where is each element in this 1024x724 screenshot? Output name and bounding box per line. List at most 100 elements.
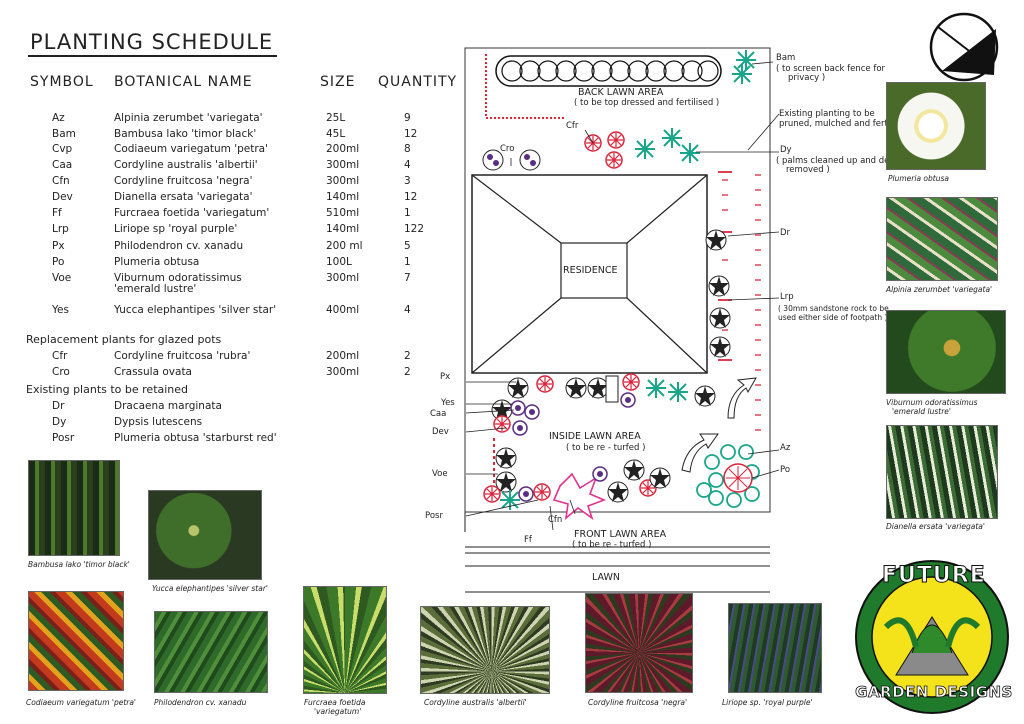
dypsis-palms xyxy=(634,127,701,164)
cell-size: 140ml xyxy=(326,191,360,203)
header-botanical-name: BOTANICAL NAME xyxy=(114,74,253,90)
cell-qty: 122 xyxy=(404,223,425,235)
back-lawn-note: ( to be top dressed and fertilised ) xyxy=(574,98,720,108)
cell-name: Dianella ersata 'variegata' xyxy=(114,191,253,203)
label-dy-note2: removed ) xyxy=(786,165,830,175)
cell-size: 45L xyxy=(326,128,346,140)
cell-name: Furcraea foetida 'variegatum' xyxy=(114,207,270,219)
label-lrp-note2: used either side of footpath ) xyxy=(778,313,888,322)
cell-name: Dypsis lutescens xyxy=(114,416,203,428)
cell-name: Plumeria obtusa 'starburst red' xyxy=(114,432,277,444)
cell-name: Alpinia zerumbet 'variegata' xyxy=(114,112,263,124)
cell-symbol: Yes xyxy=(52,304,69,316)
label-cro: Cro xyxy=(500,144,515,154)
label-dev: Dev xyxy=(432,427,449,437)
cell-name: Cordyline fruitcosa 'rubra' xyxy=(114,350,251,362)
schedule-row: Posr Plumeria obtusa 'starburst red' xyxy=(22,432,462,448)
caption-cordyline-albertii: Cordyline australis 'albertii' xyxy=(424,698,527,707)
schedule-row: Cfr Cordyline fruitcosa 'rubra' 200ml 2 xyxy=(22,350,462,366)
lawn-lines xyxy=(464,512,770,593)
west-planting-bed xyxy=(483,399,551,511)
label-az: Az xyxy=(780,443,791,453)
existing-planting-border xyxy=(485,54,566,119)
caption-furcraea-1: Furcraea foetida xyxy=(304,698,366,707)
label-ff: Ff xyxy=(524,535,532,545)
cell-symbol: Dr xyxy=(52,400,65,412)
cell-size: 510ml xyxy=(326,207,360,219)
cell-name: Philodendron cv. xanadu xyxy=(114,240,244,252)
residence-roof-plan xyxy=(471,174,708,374)
cell-size: 200 ml xyxy=(326,240,363,252)
cell-symbol: Caa xyxy=(52,159,73,171)
cell-name: Codiaeum variegatum 'petra' xyxy=(114,143,268,155)
cell-size: 300ml xyxy=(326,175,360,187)
photo-dianella xyxy=(886,425,998,519)
photo-cordyline-negra xyxy=(585,593,693,693)
logo-badge-icon xyxy=(855,560,1009,714)
cell-name: Crassula ovata xyxy=(114,366,192,378)
front-lawn-bed xyxy=(552,459,671,521)
inside-lawn-label: INSIDE LAWN AREA xyxy=(549,431,641,442)
front-lawn-label: FRONT LAWN AREA xyxy=(574,529,667,540)
cell-qty: 1 xyxy=(404,207,411,219)
back-lawn-label: BACK LAWN AREA xyxy=(578,87,664,98)
caption-codiaeum: Codiaeum variegatum 'petra' xyxy=(26,698,136,707)
label-lrp: Lrp xyxy=(780,292,794,302)
label-posr: Posr xyxy=(425,511,443,521)
label-lrp-note1: ( 30mm sandstone rock to be xyxy=(778,304,889,313)
cell-symbol: Ff xyxy=(52,207,62,219)
glazed-pots-cro xyxy=(482,149,541,171)
cell-symbol: Cro xyxy=(52,366,70,378)
logo-line2: GARDEN DESIGNS xyxy=(855,683,1013,702)
photo-alpinia xyxy=(886,197,998,281)
front-lawn-note: ( to be re - turfed ) xyxy=(572,540,652,550)
cell-size: 300ml xyxy=(326,272,360,284)
north-arrow-icon xyxy=(929,12,999,82)
cell-qty: 5 xyxy=(404,240,411,252)
leader-lines xyxy=(465,61,780,531)
cell-qty: 3 xyxy=(404,175,411,187)
dracaena-existing xyxy=(705,229,731,358)
label-existing-note2: pruned, mulched and fertilised xyxy=(779,119,910,129)
photo-viburnum xyxy=(886,310,1006,394)
path-arrow-icon xyxy=(681,433,719,473)
label-caa: Caa xyxy=(430,409,447,419)
cell-qty: 2 xyxy=(404,350,411,362)
photo-codiaeum xyxy=(28,591,124,691)
cell-qty: 12 xyxy=(404,191,418,203)
cell-size: 200ml xyxy=(326,350,360,362)
cell-size: 400ml xyxy=(326,304,360,316)
photo-bambusa xyxy=(28,460,120,556)
glazed-pots-cfr xyxy=(584,131,625,169)
cell-qty: 2 xyxy=(404,366,411,378)
cell-symbol: Cfr xyxy=(52,350,68,362)
label-px: Px xyxy=(440,372,451,382)
label-dr: Dr xyxy=(780,228,791,238)
cell-name: Dracaena marginata xyxy=(114,400,222,412)
cell-symbol: Cvp xyxy=(52,143,73,155)
cell-name: Liriope sp 'royal purple' xyxy=(114,223,238,235)
cell-symbol: Posr xyxy=(52,432,75,444)
schedule-row: Ff Furcraea foetida 'variegatum' 510ml 1 xyxy=(22,207,462,223)
cell-size: 200ml xyxy=(326,143,360,155)
photo-cordyline-albertii xyxy=(420,606,550,694)
cell-name: Bambusa lako 'timor black' xyxy=(114,128,257,140)
cell-name: Cordyline australis 'albertii' xyxy=(114,159,258,171)
path-arrow-icon xyxy=(727,377,757,419)
cell-qty: 12 xyxy=(404,128,418,140)
label-voe: Voe xyxy=(432,469,448,479)
photo-philodendron xyxy=(154,611,268,693)
cell-name: Plumeria obtusa xyxy=(114,256,200,268)
cell-qty: 8 xyxy=(404,143,411,155)
existing-title: Existing plants to be retained xyxy=(26,383,189,396)
label-bam-note2: privacy ) xyxy=(788,73,826,83)
property-boundary xyxy=(464,47,771,513)
